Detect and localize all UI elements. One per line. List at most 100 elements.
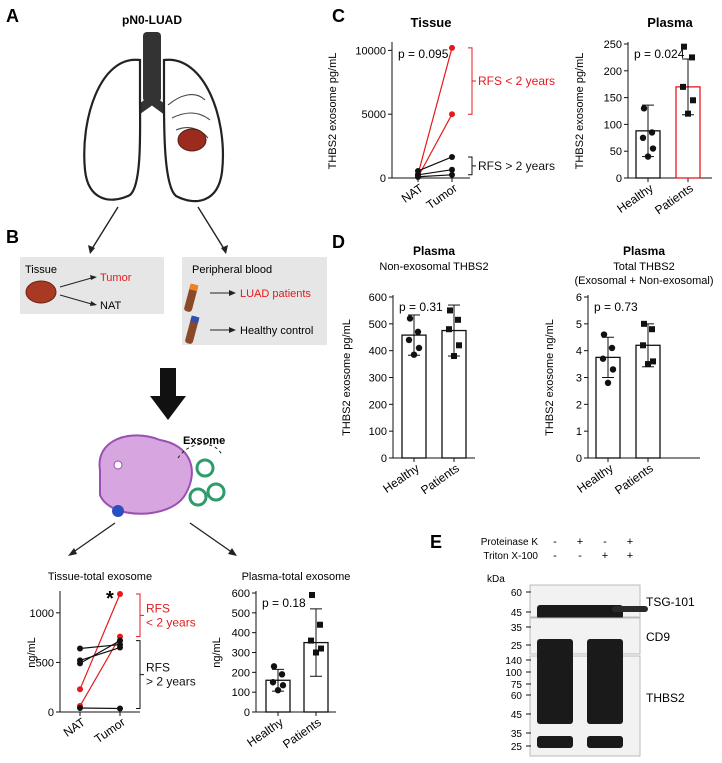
x-tick-label: Patients (652, 181, 696, 217)
treatment-label: Proteinase K (481, 537, 539, 548)
data-point (270, 663, 278, 670)
data-point (451, 353, 457, 360)
y-axis-label: THBS2 exosome pg/mL (327, 53, 339, 170)
data-point (600, 331, 608, 338)
tissue-sample-icon (25, 280, 57, 304)
data-point (274, 686, 282, 694)
data-point (117, 705, 123, 712)
x-tick-label: Patients (612, 461, 656, 497)
chart-title: Tissue-total exosome (48, 571, 152, 583)
y-tick-label: 10000 (355, 45, 386, 57)
y-tick-label: 5 (576, 319, 582, 331)
y-tick-label: 0 (576, 453, 582, 465)
tube-icon-healthy (185, 316, 199, 344)
data-point (405, 336, 413, 344)
y-tick-label: 100 (232, 687, 250, 699)
blot-name: CD9 (646, 630, 670, 644)
y-axis-label: ng/mL (211, 637, 223, 668)
data-point (689, 54, 695, 61)
data-point (456, 342, 462, 349)
nat-label: NAT (100, 300, 121, 312)
sampling-schematic: Tissue Tumor NAT Peripheral blood LUAD p… (20, 257, 327, 556)
group-bracket (136, 593, 144, 638)
p-value-annotation: p = 0.18 (262, 596, 306, 610)
tumor-label: Tumor (100, 272, 132, 284)
p-value-annotation: p = 0.73 (594, 300, 638, 314)
panel-label-c: C (332, 6, 345, 26)
data-point (410, 351, 418, 358)
trachea-icon (143, 32, 161, 102)
y-tick-label: 200 (369, 399, 387, 411)
data-point (77, 660, 83, 667)
data-point (640, 342, 646, 349)
y-tick-label: 4 (576, 346, 582, 358)
blood-label: Peripheral blood (192, 264, 272, 276)
chart-title: Plasma (413, 244, 455, 258)
group-label: RFS < 2 years (478, 74, 555, 88)
blot-band (587, 640, 623, 724)
group-bracket (468, 156, 476, 176)
blot-band (587, 736, 623, 748)
chart-title: Plasma-total exosome (242, 571, 351, 583)
chart-subtitle: Non-exosomal THBS2 (379, 261, 488, 273)
data-point (639, 134, 647, 141)
series-line (417, 174, 453, 178)
x-tick-label: Healthy (614, 181, 655, 216)
data-point (308, 637, 314, 644)
group-label: RFS (146, 661, 170, 675)
y-tick-label: 100 (604, 119, 622, 131)
y-tick-label: 250 (604, 39, 622, 51)
group-label: > 2 years (146, 675, 196, 689)
chart-subtitle: Total THBS2 (613, 261, 675, 273)
y-tick-label: 6 (576, 292, 582, 304)
data-point (449, 166, 455, 173)
blot-band (537, 640, 573, 724)
exosome-icon (195, 458, 215, 478)
treatment-sign: + (577, 536, 583, 548)
series-line (79, 636, 121, 707)
blood-box (182, 257, 327, 345)
data-point (77, 705, 83, 712)
y-tick-label: 1000 (30, 608, 54, 620)
data-point (650, 358, 656, 365)
y-axis-label: THBS2 exosome pg/mL (574, 53, 586, 170)
ladder-label: 140 (505, 656, 522, 667)
y-tick-label: 600 (232, 588, 250, 600)
data-point (449, 44, 455, 51)
data-point (318, 645, 324, 652)
group-bracket (136, 640, 144, 710)
x-tick-label: NAT (399, 181, 427, 206)
ladder-label: 25 (511, 742, 523, 753)
data-point (690, 97, 696, 104)
panel-a-title: pN0-LUAD (122, 13, 182, 27)
data-point (278, 671, 286, 678)
panel-label-e: E (430, 532, 442, 552)
series-line (79, 593, 121, 690)
group-label: < 2 years (146, 615, 196, 629)
x-tick-label: Healthy (574, 461, 615, 496)
y-tick-label: 5000 (362, 109, 386, 121)
ladder-label: 60 (511, 588, 523, 599)
data-point (685, 110, 691, 117)
chart-plasma-total-exosome: Plasma-total exosome0100200300400500600n… (211, 571, 350, 751)
western-blot-panel: Proteinase K-+-+Triton X-100--++kDa6045T… (481, 536, 695, 757)
p-value-annotation: p = 0.095 (398, 47, 449, 61)
y-tick-label: 200 (604, 66, 622, 78)
exosome-label: Exsome (183, 435, 225, 447)
p-value-annotation: p = 0.31 (399, 300, 443, 314)
series-line (417, 113, 453, 178)
data-point (279, 682, 287, 689)
data-point (446, 326, 452, 333)
panel-label-b: B (6, 227, 19, 247)
x-tick-label: Patients (418, 461, 462, 497)
treatment-sign: + (627, 550, 633, 562)
data-point (309, 591, 315, 598)
ladder-label: 100 (505, 668, 522, 679)
y-tick-label: 300 (369, 373, 387, 385)
ladder-label: 60 (511, 691, 523, 702)
data-point (681, 43, 687, 50)
